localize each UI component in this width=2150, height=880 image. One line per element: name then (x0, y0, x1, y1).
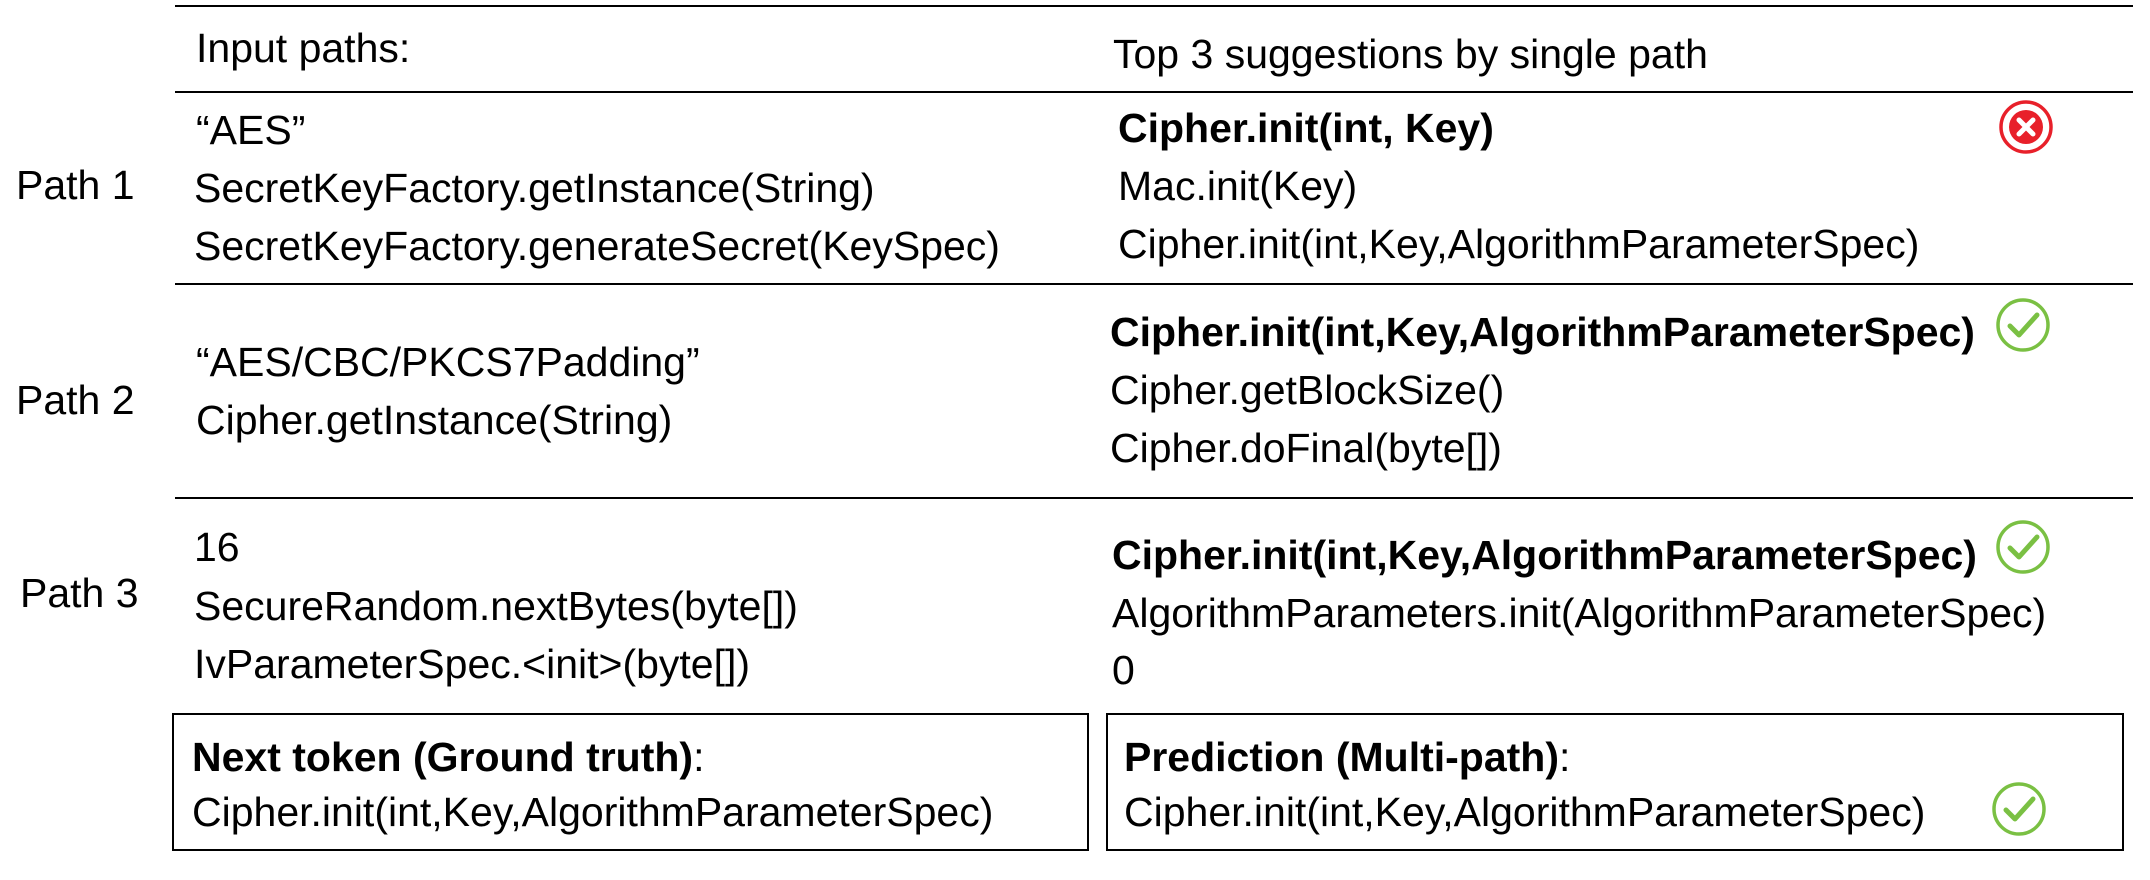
check-icon (1996, 298, 2050, 352)
path2-input: “AES/CBC/PKCS7Padding” (196, 339, 700, 385)
path3-label: Path 3 (20, 570, 139, 616)
prediction-title-text: Prediction (Multi-path) (1124, 734, 1560, 780)
prediction-value: Cipher.init(int,Key,AlgorithmParameterSp… (1124, 789, 1926, 835)
path1-input: “AES” (196, 107, 306, 153)
path1-rule (175, 283, 2133, 285)
header-rule (175, 91, 2133, 93)
ground-truth-value: Cipher.init(int,Key,AlgorithmParameterSp… (192, 789, 994, 835)
path1-suggestion: Cipher.init(int,Key,AlgorithmParameterSp… (1118, 221, 1920, 267)
path3-suggestion: 0 (1112, 647, 1135, 693)
ground-truth-box (172, 713, 1089, 851)
path3-suggestion: AlgorithmParameters.init(AlgorithmParame… (1112, 590, 2047, 636)
prediction-box (1106, 713, 2124, 851)
ground-truth-title-text: Next token (Ground truth) (192, 734, 694, 780)
path3-suggestion-top: Cipher.init(int,Key,AlgorithmParameterSp… (1112, 532, 1977, 578)
path3-input: IvParameterSpec.<init>(byte[]) (194, 641, 751, 687)
path2-suggestion: Cipher.doFinal(byte[]) (1110, 425, 1502, 471)
prediction-colon: : (1559, 734, 1571, 780)
path2-suggestion-top: Cipher.init(int,Key,AlgorithmParameterSp… (1110, 309, 1975, 355)
path1-suggestion-top: Cipher.init(int, Key) (1118, 105, 1494, 151)
path1-label: Path 1 (16, 162, 135, 208)
path2-rule (175, 497, 2133, 499)
ground-truth-title: Next token (Ground truth): (192, 737, 704, 778)
path1-input: SecretKeyFactory.getInstance(String) (194, 165, 875, 211)
check-icon (1992, 782, 2046, 836)
input-paths-header: Input paths: (196, 25, 411, 71)
ground-truth-colon: : (693, 734, 705, 780)
wrong-icon (1999, 100, 2053, 154)
path2-input: Cipher.getInstance(String) (196, 397, 673, 443)
top-rule (175, 5, 2133, 7)
path2-label: Path 2 (16, 377, 135, 423)
path1-input: SecretKeyFactory.generateSecret(KeySpec) (194, 223, 1000, 269)
path2-suggestion: Cipher.getBlockSize() (1110, 367, 1505, 413)
path3-input: SecureRandom.nextBytes(byte[]) (194, 583, 798, 629)
suggestions-header: Top 3 suggestions by single path (1113, 31, 1708, 77)
check-icon (1996, 520, 2050, 574)
path3-input: 16 (194, 524, 240, 570)
prediction-title: Prediction (Multi-path): (1124, 737, 1570, 778)
path1-suggestion: Mac.init(Key) (1118, 163, 1358, 209)
